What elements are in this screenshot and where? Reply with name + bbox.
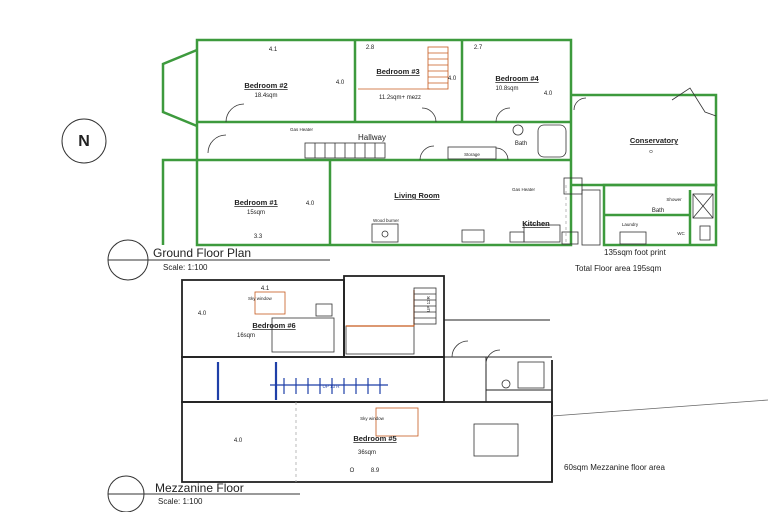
ground-fixtures <box>207 46 717 246</box>
bath-label-2: Bath <box>652 208 664 214</box>
bedroom4-area: 10.8sqm <box>495 86 518 92</box>
ground-stairs <box>304 142 386 159</box>
basin <box>512 124 524 136</box>
ground-outer-wall <box>195 38 573 247</box>
bedroom3-name: Bedroom #3 <box>376 67 419 76</box>
bedroom2-area: 18.4sqm <box>254 93 277 99</box>
stair-up-13r <box>216 362 388 400</box>
ground-labels: 4.1 Bedroom #2 18.4sqm 4.0 2.8 Bedroom #… <box>234 45 685 273</box>
stair-up-12r-label: UP 12R <box>426 295 431 311</box>
bedroom5-area: 36sqm <box>358 450 376 456</box>
bedroom3-dim-top: 2.8 <box>366 45 375 51</box>
mezzanine-area-note: 60sqm Mezzanine floor area <box>564 463 665 472</box>
laundry-label: Laundry <box>622 222 639 227</box>
shower-label: Shower <box>666 197 682 202</box>
bedroom2-dim-side: 4.0 <box>336 80 345 86</box>
bedroom6-dim-top: 4.1 <box>261 286 270 292</box>
bedroom6-sky-window: Sky window <box>248 296 273 301</box>
sky-window <box>375 407 419 437</box>
north-arrow: N <box>61 118 107 164</box>
stair-up-13r-label: UP 13 R <box>323 384 341 389</box>
bedroom5-name: Bedroom #5 <box>353 434 396 443</box>
ground-title-block: Ground Floor Plan Scale: 1:100 <box>107 239 330 281</box>
bedroom5-sky-window: Sky window <box>360 416 385 421</box>
bay-window <box>161 48 198 128</box>
bedroom3-area: 11.2sqm+ mezz <box>379 95 421 101</box>
bed <box>271 317 335 353</box>
living-room-name: Living Room <box>394 191 440 200</box>
north-label: N <box>78 133 90 150</box>
hallway-label: Hallway <box>358 133 386 142</box>
mezzanine-title-block: Mezzanine Floor Scale: 1:100 <box>107 475 300 512</box>
bathtub <box>537 124 567 158</box>
bedroom5-dim-bottom: 8.9 <box>371 468 380 474</box>
bedroom4-name: Bedroom #4 <box>495 74 539 83</box>
kitchen-name: Kitchen <box>522 219 550 228</box>
bedroom6-area: 16sqm <box>237 333 255 339</box>
conservatory-mark: O <box>649 149 653 154</box>
bedroom2-dim-top: 4.1 <box>269 47 278 53</box>
bedroom4-dim-top: 2.7 <box>474 45 483 51</box>
bedroom6-name: Bedroom #6 <box>252 321 295 330</box>
bedroom2-name: Bedroom #2 <box>244 81 287 90</box>
gas-heater-label-1: Gas Heater <box>290 127 314 132</box>
bedroom3-stairs <box>358 46 449 90</box>
ground-plan-title: Ground Floor Plan <box>153 246 251 260</box>
wood-burner-label: Wood burner <box>373 218 399 223</box>
bedroom6-dim-side: 4.0 <box>198 311 207 317</box>
bath-label-1: Bath <box>515 141 527 147</box>
bedroom1-dim-side: 4.0 <box>306 201 315 207</box>
mezzanine-scale: Scale: 1:100 <box>158 497 203 506</box>
bed <box>473 423 519 457</box>
gas-heater-fixture <box>563 177 583 195</box>
mezzanine-fixtures <box>216 287 768 482</box>
sky-window <box>254 291 286 315</box>
mezzanine-floor-plan <box>181 275 553 483</box>
door-swing <box>225 103 245 123</box>
bedroom4-dim-side: 4.0 <box>544 91 553 97</box>
bedroom1-name: Bedroom #1 <box>234 198 277 207</box>
bedroom3-dim-side: 4.0 <box>448 76 457 82</box>
wood-burner <box>371 223 399 243</box>
bedroom1-dim-bottom: 3.3 <box>254 234 263 240</box>
conservatory-name: Conservatory <box>630 136 679 145</box>
ground-plan-scale: Scale: 1:100 <box>163 263 208 272</box>
bedroom5-dim-side: 4.0 <box>234 438 243 444</box>
footprint-note: 135sqm foot print <box>604 248 667 257</box>
mezzanine-labels: 4.1 Sky window 4.0 Bedroom #6 16sqm UP 1… <box>198 286 666 474</box>
bedroom1-area: 15sqm <box>247 210 265 216</box>
bedroom5-mark: O <box>350 468 355 474</box>
wc-label: WC <box>677 231 685 236</box>
total-area-note: Total Floor area 195sqm <box>575 264 662 273</box>
ground-floor-plan <box>161 38 718 247</box>
gas-heater-label-2: Gas Heater <box>512 187 536 192</box>
storage-label: Storage <box>464 152 480 157</box>
stair-up-12r <box>413 287 437 325</box>
mezzanine-title: Mezzanine Floor <box>155 481 244 495</box>
